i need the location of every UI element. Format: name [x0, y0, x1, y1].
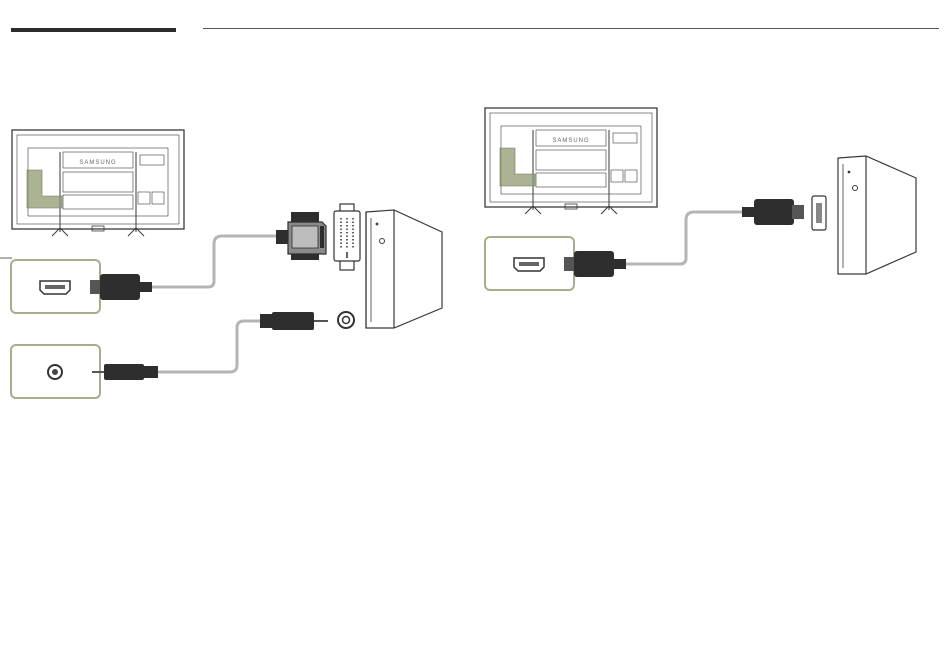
stereo-audio-cable — [158, 321, 260, 372]
pc-dvi-port — [334, 204, 360, 270]
diagram-hdmi-dvi-audio: SAMSUNG — [0, 0, 470, 420]
monitor-logo: SAMSUNG — [552, 138, 589, 144]
monitor-logo: SAMSUNG — [79, 160, 116, 166]
diagram-hdmi-hdmi: SAMSUNG — [470, 0, 940, 420]
monitor-hdmi-port-box — [11, 260, 100, 313]
monitor-hdmi-port-box — [485, 237, 574, 290]
dvi-plug — [276, 212, 326, 260]
pc-tower — [838, 156, 916, 274]
audio-plug-monitor-side — [92, 364, 158, 380]
audio-plug-pc-side — [260, 312, 328, 330]
pc-tower — [366, 210, 442, 328]
hdmi-plug-pc-side — [742, 199, 804, 225]
monitor-audio-port-box — [11, 345, 100, 398]
hdmi-dvi-cable — [152, 236, 276, 287]
pc-audio-jack — [338, 312, 354, 328]
pc-hdmi-port — [812, 196, 826, 230]
hdmi-hdmi-cable — [626, 212, 744, 264]
